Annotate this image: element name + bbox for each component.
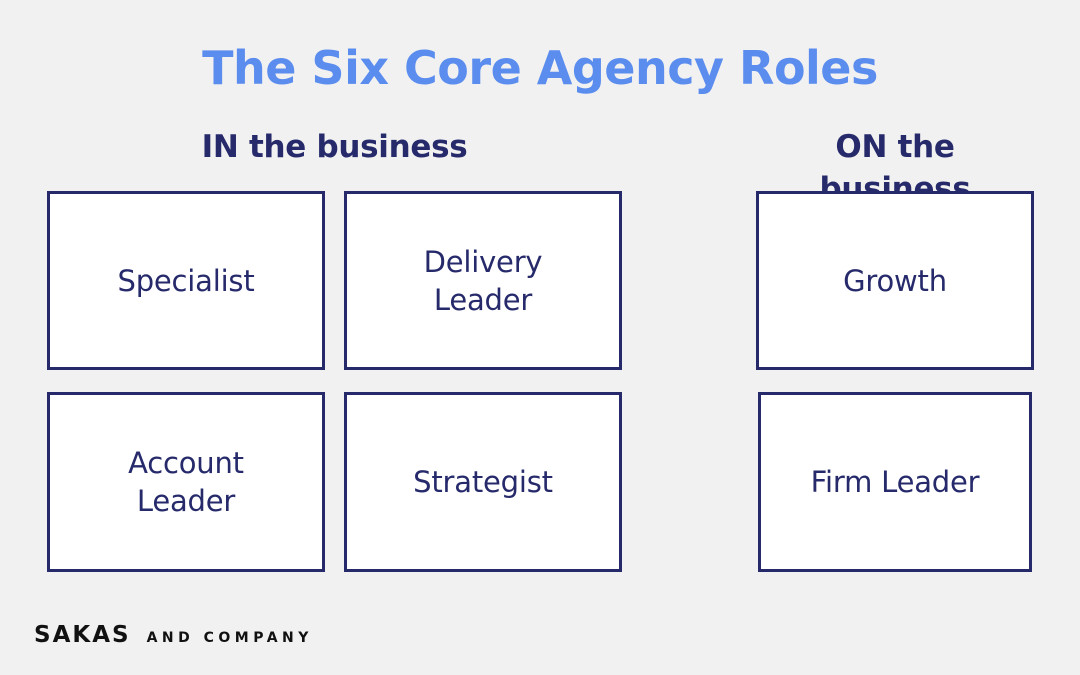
logo-subtitle: AND COMPANY [146,630,313,646]
role-label: Specialist [117,263,255,298]
role-label: Firm Leader [810,465,980,499]
page-title: The Six Core Agency Roles [202,41,878,95]
role-box-delivery-leader: Delivery Leader [344,191,622,370]
role-box-account-leader: Account Leader [47,392,325,572]
role-box-growth: Growth [756,191,1034,370]
role-label: Account Leader [128,446,244,518]
role-label: Strategist [413,465,553,499]
company-logo: SAKAS AND COMPANY [34,622,313,648]
role-box-firm-leader: Firm Leader [758,392,1032,572]
role-box-specialist: Specialist [47,191,325,370]
role-box-strategist: Strategist [344,392,622,572]
logo-brand: SAKAS [34,622,131,648]
in-the-business-heading: IN the business [201,129,468,165]
role-label: Delivery Leader [423,244,543,317]
role-label: Growth [843,263,947,298]
